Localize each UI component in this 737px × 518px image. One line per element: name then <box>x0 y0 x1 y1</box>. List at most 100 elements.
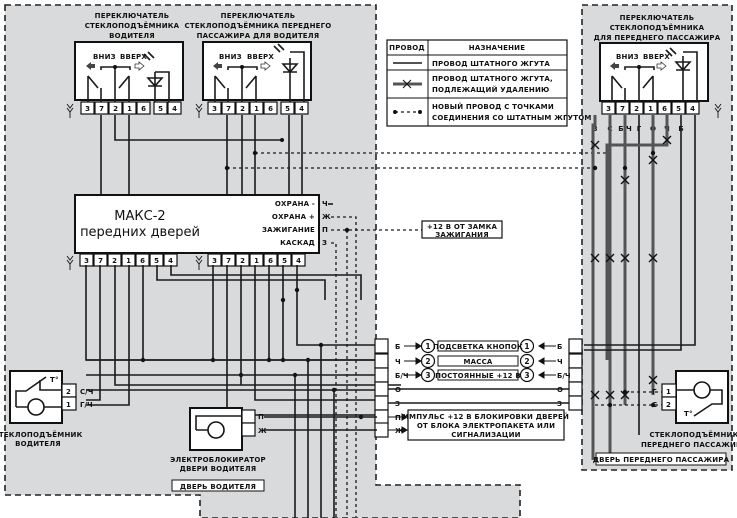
pulse-line-3: СИГНАЛИЗАЦИИ <box>451 431 520 439</box>
motor-icon <box>27 398 45 416</box>
led-icon <box>674 51 698 102</box>
connector-left-slot <box>374 353 389 369</box>
maks-right-pin-label: 4 <box>296 257 301 265</box>
maks2-unit: МАКС-2 передних дверей ОХРАНА - ОХРАНА +… <box>74 194 463 518</box>
driver-switch-pin-label: 4 <box>172 105 177 113</box>
signal-num: 2 <box>524 357 529 366</box>
door-lock-actuator: П Ж ЭЛЕКТРОБЛОКИРАТОР ДВЕРИ ВОДИТЕЛЯ ДВЕ… <box>170 407 377 492</box>
pfd-switch-title-1: ПЕРЕКЛЮЧАТЕЛЬ <box>221 12 296 20</box>
pass-motor-pin-2: 2 <box>666 401 671 409</box>
ground-icon <box>714 103 722 118</box>
signal-number-right <box>519 338 535 354</box>
ground-icon <box>66 103 74 118</box>
pass-motor-temp: T° <box>684 410 693 418</box>
signal-number-left <box>420 353 436 369</box>
junction-dot <box>650 150 656 156</box>
pfd-switch-pin-label: 4 <box>299 105 304 113</box>
signal-label-box <box>437 369 519 381</box>
signal-num: 2 <box>425 357 430 366</box>
ground-icon <box>195 103 203 118</box>
pass-switch-pin-label: 1 <box>648 105 653 113</box>
driver-switch-pin-4 <box>167 101 182 115</box>
pfd-switch-pin-label: 3 <box>212 105 217 113</box>
arrow-left-icon <box>213 62 222 70</box>
maks2-wire-2: Ж <box>322 213 331 221</box>
pass-switch-pin-label: 4 <box>690 105 695 113</box>
driver-switch-pin-5 <box>153 101 168 115</box>
pass-switch-pin-3 <box>601 101 616 115</box>
pass-motor-title-2: ПЕРЕДНЕГО ПАССАЖИРА <box>641 441 737 449</box>
arrow-left-icon <box>86 62 95 70</box>
signal-number-right <box>519 367 535 383</box>
pfd-switch-title-3: ПАССАЖИРА ДЛЯ ВОДИТЕЛЯ <box>197 32 320 40</box>
signal-num: 1 <box>524 342 529 351</box>
led-icon <box>146 71 170 102</box>
wires-bottom <box>85 265 401 518</box>
connector-left-wire: Ж <box>395 427 404 435</box>
remove-mark-icon <box>605 253 615 263</box>
maks-left-pin-label: 2 <box>112 257 117 265</box>
legend-row-3a: НОВЫЙ ПРОВОД С ТОЧКАМИ <box>432 102 554 111</box>
pulse-line-2: ОТ БЛОКА ЭЛЕКТРОПАКЕТА ИЛИ <box>417 422 555 430</box>
driver-switch-pin-6 <box>136 101 151 115</box>
pass-switch-title-3: ДЛЯ ПЕРЕДНЕГО ПАССАЖИРА <box>594 34 721 42</box>
driver-switch: ПЕРЕКЛЮЧАТЕЛЬ СТЕКЛОПОДЪЁМНИКА ВОДИТЕЛЯ … <box>74 12 184 102</box>
maks-left-pin-label: 7 <box>98 257 103 265</box>
maks-right-pin-label: 6 <box>268 257 273 265</box>
driver-switch-down-label: ВНИЗ <box>93 53 116 61</box>
connector-right-wire: Б <box>557 343 562 351</box>
passenger-switch: ПЕРЕКЛЮЧАТЕЛЬ СТЕКЛОПОДЪЁМНИКА ДЛЯ ПЕРЕД… <box>594 14 721 102</box>
lock-title-2: ДВЕРИ ВОДИТЕЛЯ <box>180 465 257 473</box>
driver-switch-pin-label: 2 <box>113 105 118 113</box>
connector-right-wire: Ч <box>557 358 563 366</box>
maks2-output-2: ОХРАНА + <box>272 213 315 221</box>
maks2-title: МАКС-2 <box>114 209 165 224</box>
legend-header-purpose: НАЗНАЧЕНИЕ <box>469 44 525 52</box>
lock-wire-2: Ж <box>258 427 267 435</box>
ignition-line-1: +12 В ОТ ЗАМКА <box>427 223 498 231</box>
driver-switch-pin-1 <box>122 101 137 115</box>
connector-left-slot <box>374 381 389 397</box>
connector-right-wire: О <box>557 386 563 394</box>
maks-right-pin-label: 1 <box>254 257 259 265</box>
pass-switch-title-2: СТЕКЛОПОДЪЁМНИКА <box>610 23 705 32</box>
remove-mark-icon <box>590 253 600 263</box>
signal-number-right <box>519 353 535 369</box>
pfd-switch-pin-7 <box>221 101 236 115</box>
remove-mark-icon <box>620 253 630 263</box>
pfd-switch-down-label: ВНИЗ <box>219 53 242 61</box>
pass-switch-pin-6 <box>657 101 672 115</box>
signal-label: ПОСТОЯННЫЕ +12 В <box>435 372 521 380</box>
ignition-box: +12 В ОТ ЗАМКА ЗАЖИГАНИЯ <box>421 220 503 239</box>
pass-switch-pin-7 <box>615 101 630 115</box>
driver-motor-wire-2: Г/Ч <box>80 401 93 409</box>
maks-left-pin-label: 4 <box>168 257 173 265</box>
driver-switch-pin-7 <box>94 101 109 115</box>
motor-icon <box>693 381 711 399</box>
remove-mark-icon <box>648 155 658 165</box>
connector-left-wire: Б <box>395 343 400 351</box>
signal-num: 3 <box>425 371 430 380</box>
connector-left-slot <box>374 367 389 383</box>
pulse-box <box>407 409 565 441</box>
connector-right-slot <box>568 395 583 411</box>
lock-wire-1: П <box>258 413 264 421</box>
passenger-for-driver-switch: ПЕРЕКЛЮЧАТЕЛЬ СТЕКЛОПОДЪЁМНИКА ПЕРЕДНЕГО… <box>185 12 331 102</box>
pfd-switch-pin-4 <box>294 101 309 115</box>
pass-motor-wire-1: Г <box>652 388 657 396</box>
connector-right-wire: Б/Ч <box>557 372 571 380</box>
wires-top <box>100 115 609 195</box>
legend-row-2a: ПРОВОД ШТАТНОГО ЖГУТА, <box>432 75 553 83</box>
passenger-window-motor: 1 2 Г С T° СТЕКЛОПОДЪЁМНИК ПЕРЕДНЕГО ПАС… <box>593 370 737 466</box>
pfd-switch-pin-5 <box>280 101 295 115</box>
remove-mark-icon <box>648 375 658 385</box>
junction-dot <box>650 402 656 408</box>
maks-left-pin-label: 1 <box>126 257 131 265</box>
pass-motor-title-1: СТЕКЛОПОДЪЁМНИК <box>650 430 737 439</box>
maks-left-pin-label: 6 <box>140 257 145 265</box>
junction-dot <box>592 165 598 171</box>
connector-right-slot <box>568 338 583 354</box>
connector-left-wire: Ч <box>395 358 401 366</box>
driver-motor-title-1: СТЕКЛОПОДЪЁМНИК <box>0 430 83 439</box>
